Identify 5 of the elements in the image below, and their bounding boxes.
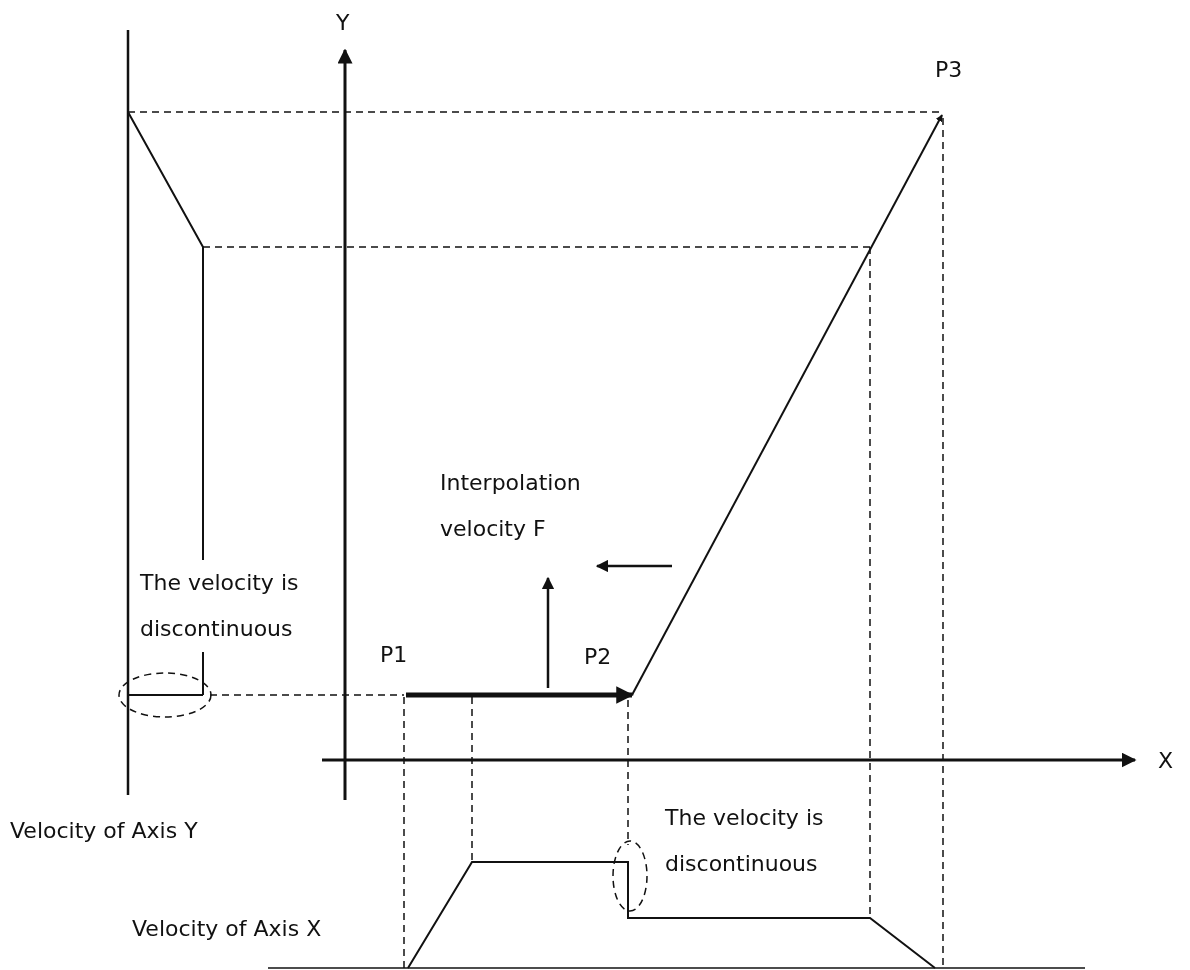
path-arrow — [406, 686, 634, 704]
point-label: P3 — [935, 56, 963, 84]
point-label: P1 — [380, 641, 408, 669]
path-arrow — [631, 114, 943, 696]
point-label: P2 — [584, 643, 612, 671]
